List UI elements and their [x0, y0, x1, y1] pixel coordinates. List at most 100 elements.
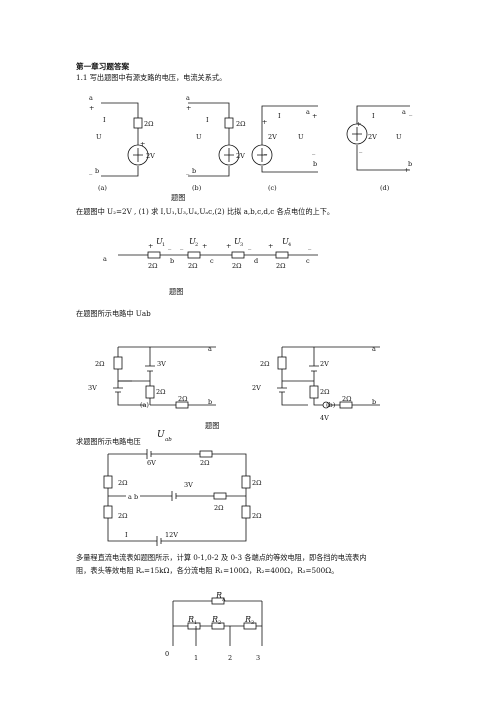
caption-b: (b) [192, 184, 202, 192]
svg-text:+: + [356, 120, 361, 128]
svg-text:3: 3 [256, 654, 260, 662]
svg-text:2Ω: 2Ω [118, 512, 128, 520]
figure-1-caption: 题图 [171, 193, 186, 202]
svg-text:2Ω: 2Ω [156, 388, 166, 396]
svg-text:+: + [202, 242, 207, 250]
question-4-subscript: ab [165, 437, 172, 443]
svg-text:U: U [196, 133, 202, 141]
svg-text:+: + [404, 166, 409, 174]
svg-text:2Ω: 2Ω [232, 262, 242, 270]
svg-text:I: I [206, 116, 209, 124]
svg-text:2Ω: 2Ω [200, 459, 210, 467]
svg-text:b: b [313, 160, 317, 168]
circuit-1a: a + I U 2Ω + 2V _ b [89, 94, 155, 177]
svg-text:_: _ [186, 167, 190, 175]
svg-text:12V: 12V [165, 531, 178, 539]
svg-text:b: b [408, 160, 412, 168]
svg-text:_: _ [89, 167, 93, 175]
svg-text:1: 1 [194, 620, 197, 626]
svg-text:2Ω: 2Ω [148, 262, 158, 270]
svg-text:U: U [189, 237, 196, 246]
svg-text:2Ω: 2Ω [214, 504, 224, 512]
svg-text:_: _ [168, 242, 172, 250]
svg-text:b: b [372, 398, 376, 406]
svg-text:b: b [95, 167, 99, 175]
svg-text:2Ω: 2Ω [178, 395, 188, 403]
svg-text:0: 0 [165, 650, 169, 658]
question-2-text: 在题图中 U₂=2V , (1) 求 I,U₁,U₃,U₄,Uₐc,(2) 比拟… [76, 207, 335, 216]
svg-text:3V: 3V [184, 481, 193, 489]
svg-text:2Ω: 2Ω [252, 512, 262, 520]
svg-text:R: R [187, 615, 194, 624]
svg-text:3: 3 [240, 242, 243, 248]
svg-text:a b: a b [128, 493, 138, 501]
svg-text:+: + [148, 242, 153, 250]
question-1-text: 1.1 写出题图中有源支路的电压，电流关系式。 [76, 73, 227, 82]
svg-text:A: A [221, 597, 226, 603]
svg-text:2V: 2V [368, 133, 377, 141]
circuit-3b: 2Ω 2V 2V 2Ω (b) 4V 2Ω a b [252, 345, 380, 422]
svg-text:a: a [208, 345, 212, 353]
svg-text:2: 2 [218, 620, 221, 626]
circuit-1d: a _ I + 2V U _ b + [346, 105, 413, 174]
svg-text:(a): (a) [140, 401, 149, 409]
svg-text:b: b [208, 398, 212, 406]
question-5-line-1: 多量程直流电流表如题图所示，计算 0-1,0-2 及 0-3 各端点的等效电阻，… [76, 553, 367, 562]
svg-text:+: + [268, 242, 273, 250]
svg-text:_: _ [312, 147, 316, 155]
chapter-heading: 第一章习题答案 [76, 62, 130, 71]
svg-text:_: _ [308, 242, 312, 250]
svg-text:c: c [210, 257, 214, 265]
svg-text:2Ω: 2Ω [144, 120, 154, 128]
svg-text:3: 3 [251, 620, 254, 626]
svg-text:3V: 3V [88, 384, 97, 392]
svg-text:_: _ [248, 242, 252, 250]
circuit-1b: a + I U 2Ω 2V _ b [186, 94, 246, 177]
svg-text:a: a [186, 94, 190, 102]
svg-text:1: 1 [194, 654, 198, 662]
svg-text:+: + [262, 118, 267, 126]
svg-text:d: d [254, 257, 258, 265]
question-4-text: 求题图所示电路电压 [76, 437, 141, 446]
svg-text:2: 2 [228, 654, 232, 662]
svg-text:2Ω: 2Ω [95, 360, 105, 368]
svg-text:1: 1 [162, 242, 165, 248]
svg-text:U: U [396, 133, 402, 141]
question-3-text: 在题图所示电路中 Uab [76, 309, 151, 318]
svg-text:_: _ [180, 242, 184, 250]
svg-text:I: I [103, 116, 106, 124]
svg-text:b: b [192, 167, 196, 175]
svg-text:a: a [402, 108, 406, 116]
circuit-3a: 2Ω 3V 3V 2Ω (a) 2Ω a b [88, 345, 216, 409]
svg-text:U: U [298, 133, 304, 141]
svg-text:2V: 2V [252, 384, 261, 392]
svg-text:_: _ [409, 108, 413, 116]
svg-text:2Ω: 2Ω [236, 120, 246, 128]
figure-3-caption: 题图 [205, 421, 220, 430]
svg-text:+: + [186, 104, 191, 112]
svg-text:+: + [89, 104, 94, 112]
svg-text:_: _ [359, 145, 363, 153]
svg-text:+: + [140, 140, 145, 148]
svg-text:2V: 2V [268, 133, 277, 141]
figure-2-caption: 题图 [169, 287, 184, 296]
svg-text:2Ω: 2Ω [260, 360, 270, 368]
svg-text:U: U [234, 237, 241, 246]
svg-text:U: U [96, 133, 102, 141]
question-4-symbol: U [157, 430, 165, 440]
svg-text:2: 2 [195, 242, 198, 248]
svg-text:(b): (b) [326, 401, 336, 409]
svg-text:U: U [156, 237, 163, 246]
question-5-line-2: 阻，表头等效电阻 Rₐ=15kΩ，各分流电阻 R₁=100Ω，R₂=400Ω，R… [76, 566, 339, 575]
caption-d: (d) [380, 184, 390, 192]
svg-text:2Ω: 2Ω [252, 479, 262, 487]
svg-text:R: R [211, 615, 218, 624]
svg-text:2V: 2V [320, 360, 329, 368]
svg-text:a: a [103, 255, 107, 263]
circuit-1c: a + I + 2V U _ _ b [251, 105, 318, 173]
svg-text:2V: 2V [146, 152, 155, 160]
